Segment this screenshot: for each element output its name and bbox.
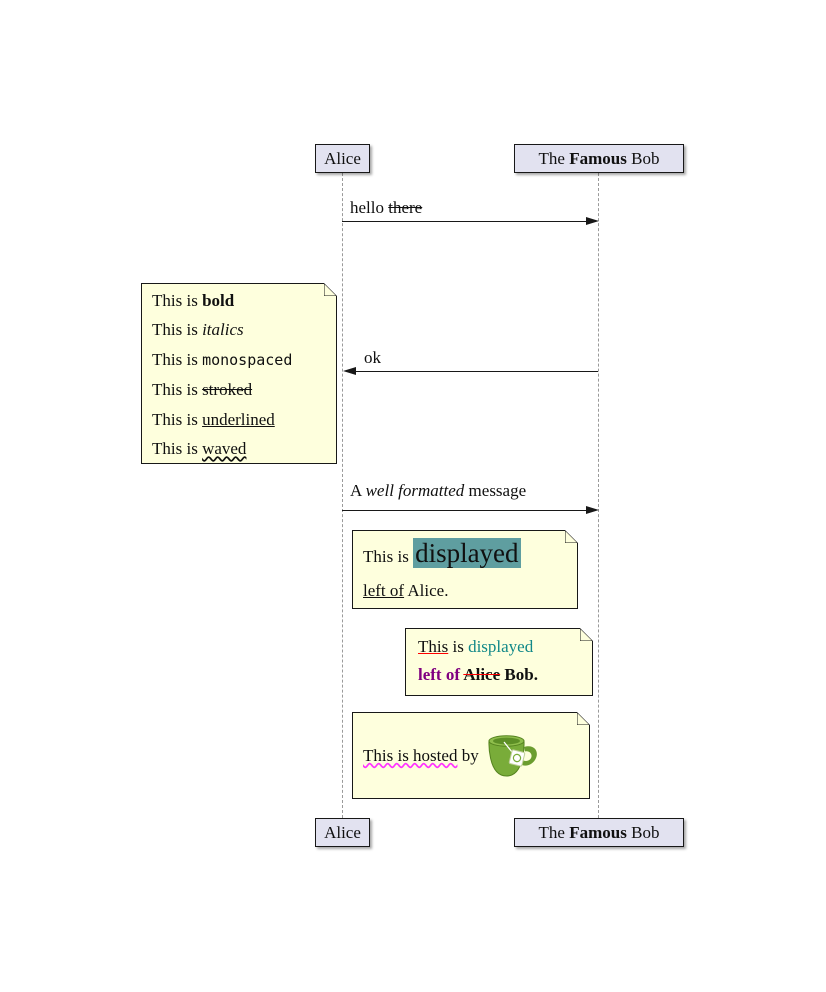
bob-label-bold: Famous: [569, 148, 627, 168]
participant-bob-bottom: The Famous Bob: [514, 818, 684, 847]
note-line-waved: This is waved: [152, 434, 326, 463]
cup-inner: [493, 738, 520, 745]
participant-bob-label: The Famous Bob: [539, 149, 660, 169]
bold-sample: bold: [202, 291, 235, 310]
bob-label-pre: The: [538, 822, 570, 842]
teal-colored-segment: displayed: [468, 637, 534, 656]
note-line-bold: This is bold: [152, 286, 326, 315]
text-segment: This is: [152, 380, 203, 400]
hello-struck-text: there: [388, 198, 423, 217]
participant-alice-bottom: Alice: [315, 818, 370, 847]
lifeline-bob: [598, 173, 599, 818]
text-segment: This is: [152, 409, 203, 429]
text-segment: is: [448, 637, 469, 656]
teabag-tag: [509, 750, 525, 767]
monospaced-sample: monospaced: [202, 350, 293, 369]
note-right-of-alice: This is displayed left of Alice.: [352, 530, 578, 609]
note-line: This is displayed: [363, 533, 567, 577]
note-line-italics: This is italics: [152, 315, 326, 344]
text-segment: This is: [152, 291, 203, 310]
cup-body: [489, 741, 524, 776]
participant-alice-label: Alice: [324, 148, 361, 168]
text-segment: by: [457, 745, 479, 765]
note-fold-icon: [565, 530, 578, 543]
note-line: left of Alice.: [363, 577, 567, 605]
pink-wavy-segment: This is hosted: [363, 745, 458, 765]
participant-alice-top: Alice: [315, 144, 370, 173]
purple-segment: left of: [418, 665, 464, 684]
participant-bob-top: The Famous Bob: [514, 144, 684, 173]
message-label-formatted: A well formatted message: [350, 480, 526, 502]
note-line-underlined: This is underlined: [152, 405, 326, 434]
hosted-text: This is hosted by: [363, 746, 479, 766]
participant-alice-label: Alice: [324, 822, 361, 842]
note-creole-formatting: This is bold This is italics This is mon…: [141, 283, 337, 464]
note-line-monospaced: This is monospaced: [152, 345, 326, 375]
red-struck-segment: Alice: [463, 665, 501, 684]
arrowhead-left-icon: [343, 367, 356, 375]
note-line-stroked: This is stroked: [152, 375, 326, 404]
bob-label-pre: The: [538, 148, 570, 168]
cup-handle: [522, 746, 537, 765]
note-fold-icon: [580, 628, 593, 641]
note-fold-icon: [324, 283, 337, 296]
italics-sample: italics: [202, 320, 244, 340]
highlighted-large-text: displayed: [415, 538, 519, 568]
note-line: left of Alice Bob.: [418, 661, 580, 689]
arrowhead-right-icon: [586, 217, 599, 225]
text-segment: This is: [152, 439, 203, 459]
text-segment: Alice.: [404, 581, 449, 600]
bob-label-post: Bob: [626, 822, 660, 842]
text-segment: This is: [363, 547, 414, 566]
text-segment: This is: [152, 320, 203, 340]
italic-segment: well formatted: [365, 481, 465, 500]
teabag-string: [504, 742, 512, 752]
underlined-segment: left of: [363, 581, 405, 600]
message-label-ok: ok: [364, 348, 381, 367]
text-segment: This is: [152, 349, 203, 369]
text-segment: A: [350, 481, 366, 500]
text-segment: message: [464, 481, 527, 500]
bob-label-post: Bob: [626, 148, 660, 168]
message-line-2: [352, 371, 598, 373]
stroked-sample: stroked: [202, 380, 253, 400]
bob-label-bold: Famous: [569, 822, 627, 842]
note-hosted-by: This is hosted by: [352, 712, 590, 799]
waved-sample: waved: [202, 439, 247, 459]
text-segment: Bob.: [500, 665, 538, 684]
message-line-1: [342, 221, 588, 223]
hello-text: hello: [350, 198, 389, 217]
red-underlined-segment: This: [418, 637, 449, 656]
message-label-hello: hello there: [350, 197, 422, 219]
lifeline-alice: [342, 173, 343, 818]
teacup-icon: [484, 732, 538, 779]
underlined-sample: underlined: [202, 409, 275, 429]
arrowhead-right-icon: [586, 506, 599, 514]
message-line-3: [342, 510, 588, 512]
note-fold-icon: [577, 712, 590, 725]
note-line: This is displayed: [418, 633, 580, 661]
participant-bob-label: The Famous Bob: [539, 823, 660, 843]
note-left-of-bob: This is displayed left of Alice Bob.: [405, 628, 593, 696]
